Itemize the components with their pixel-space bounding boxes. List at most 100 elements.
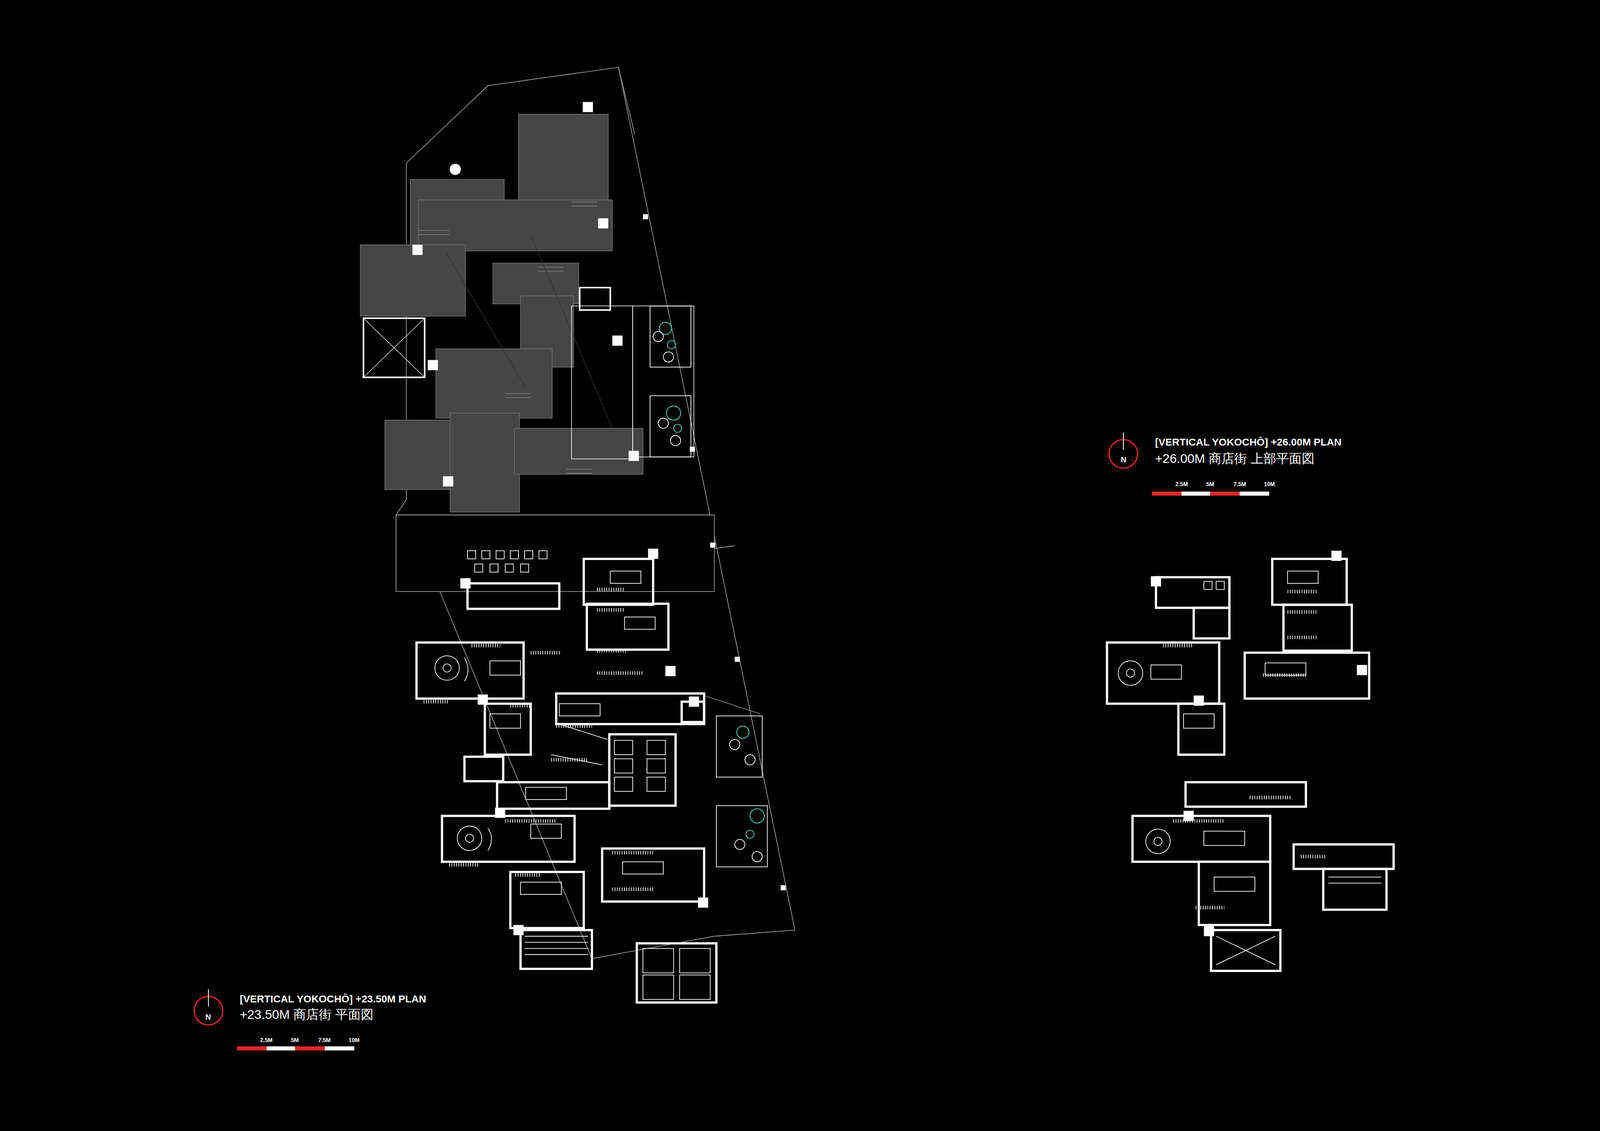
shop-wall	[1155, 577, 1230, 608]
shop-detail	[679, 975, 711, 1000]
scale-bar	[237, 1046, 267, 1051]
roof-block	[514, 428, 644, 475]
roof-detail	[537, 266, 564, 268]
seat-row	[530, 650, 562, 655]
scale-label: 10M	[348, 1037, 360, 1045]
shop-detail	[1183, 713, 1215, 728]
shop-wall	[583, 558, 654, 605]
planter-pot	[716, 716, 763, 778]
shop-detail	[610, 571, 641, 584]
roof-detail	[566, 468, 593, 470]
roof-detail	[566, 472, 593, 474]
shop-detail	[1215, 936, 1276, 966]
shop-detail	[434, 550, 711, 1000]
planter-pot	[734, 839, 745, 850]
pillar	[643, 214, 649, 220]
shop-detail	[1328, 876, 1382, 878]
pillar	[648, 548, 659, 559]
shop-wall	[602, 848, 705, 902]
shop-detail	[464, 657, 468, 681]
shop-wall	[609, 734, 676, 806]
scale-bar	[1152, 491, 1182, 496]
scale-label: 5M	[1206, 481, 1215, 489]
planter-tree	[745, 830, 754, 839]
pillar	[597, 218, 608, 229]
scale-label: 2.5M	[259, 1037, 273, 1045]
shop-detail	[489, 564, 499, 573]
shop-wall	[1323, 868, 1387, 910]
shop-wall	[1178, 703, 1225, 755]
shop-detail	[647, 740, 666, 755]
void-frame	[579, 287, 611, 311]
shop-wall	[1106, 558, 1394, 971]
shop-detail	[1118, 660, 1143, 686]
shop-detail	[559, 703, 600, 717]
planter-tree	[659, 322, 764, 839]
seat-row	[597, 587, 625, 592]
shop-wall	[441, 815, 575, 863]
shop-wall	[497, 782, 610, 809]
shop-detail	[524, 954, 588, 956]
shop-wall	[556, 693, 705, 725]
pillar	[780, 885, 786, 891]
seat-row	[597, 607, 625, 612]
north-arrow	[207, 989, 209, 1007]
seat-row	[1163, 591, 1327, 908]
roof-block	[360, 114, 715, 592]
seat-row	[597, 649, 628, 653]
shop-detail	[467, 550, 476, 560]
shop-detail	[1215, 581, 1225, 590]
seat-row	[1287, 589, 1319, 594]
north-label: N	[205, 1012, 211, 1022]
seat-row	[612, 851, 654, 855]
scale-bar	[237, 491, 1270, 1051]
shop-detail	[505, 564, 514, 573]
shop-wall	[1283, 604, 1352, 651]
shop-detail	[643, 948, 674, 974]
shop-detail	[1215, 936, 1276, 966]
shop-detail	[496, 550, 505, 560]
shop-wall	[1210, 929, 1281, 971]
roof-detail	[418, 234, 450, 235]
site-outline	[395, 67, 795, 959]
plan-subtitle: +23.50M 商店街 平面図	[239, 1007, 374, 1023]
scale-bar	[295, 1046, 325, 1051]
roof-detail	[571, 205, 598, 207]
roof-detail	[537, 270, 564, 272]
shop-detail	[624, 617, 655, 630]
pillar	[612, 335, 623, 346]
shop-detail	[520, 564, 529, 573]
pillar	[665, 665, 676, 676]
shop-wall	[467, 583, 560, 609]
seat-row	[505, 819, 557, 823]
shop-detail	[520, 882, 562, 895]
planter-pot	[649, 306, 691, 368]
planter-pot	[716, 805, 768, 868]
shop-detail	[1265, 663, 1306, 676]
planter-tree	[736, 726, 749, 739]
pillar	[1193, 695, 1204, 706]
shop-detail	[614, 777, 633, 792]
roof-detail	[505, 397, 531, 398]
scale-bar	[1210, 491, 1240, 496]
north-arrow	[1122, 432, 1124, 450]
void-frame	[571, 306, 633, 459]
shop-detail	[559, 724, 608, 740]
seat-row	[1300, 855, 1327, 859]
seat-row	[510, 704, 531, 708]
void-frame	[632, 306, 694, 458]
shop-detail	[434, 655, 460, 681]
planter-pot	[670, 435, 681, 446]
pillar	[582, 102, 593, 113]
shop-detail	[647, 758, 666, 774]
seat-row	[423, 700, 450, 704]
seat-row	[1163, 644, 1194, 648]
roof-block	[436, 348, 553, 419]
shop-detail	[525, 787, 567, 800]
plan-subtitle: +26.00M 商店街 上部平面図	[1155, 451, 1315, 467]
shop-detail	[539, 550, 548, 560]
planter-pot	[653, 331, 664, 342]
seat-row	[597, 671, 644, 676]
